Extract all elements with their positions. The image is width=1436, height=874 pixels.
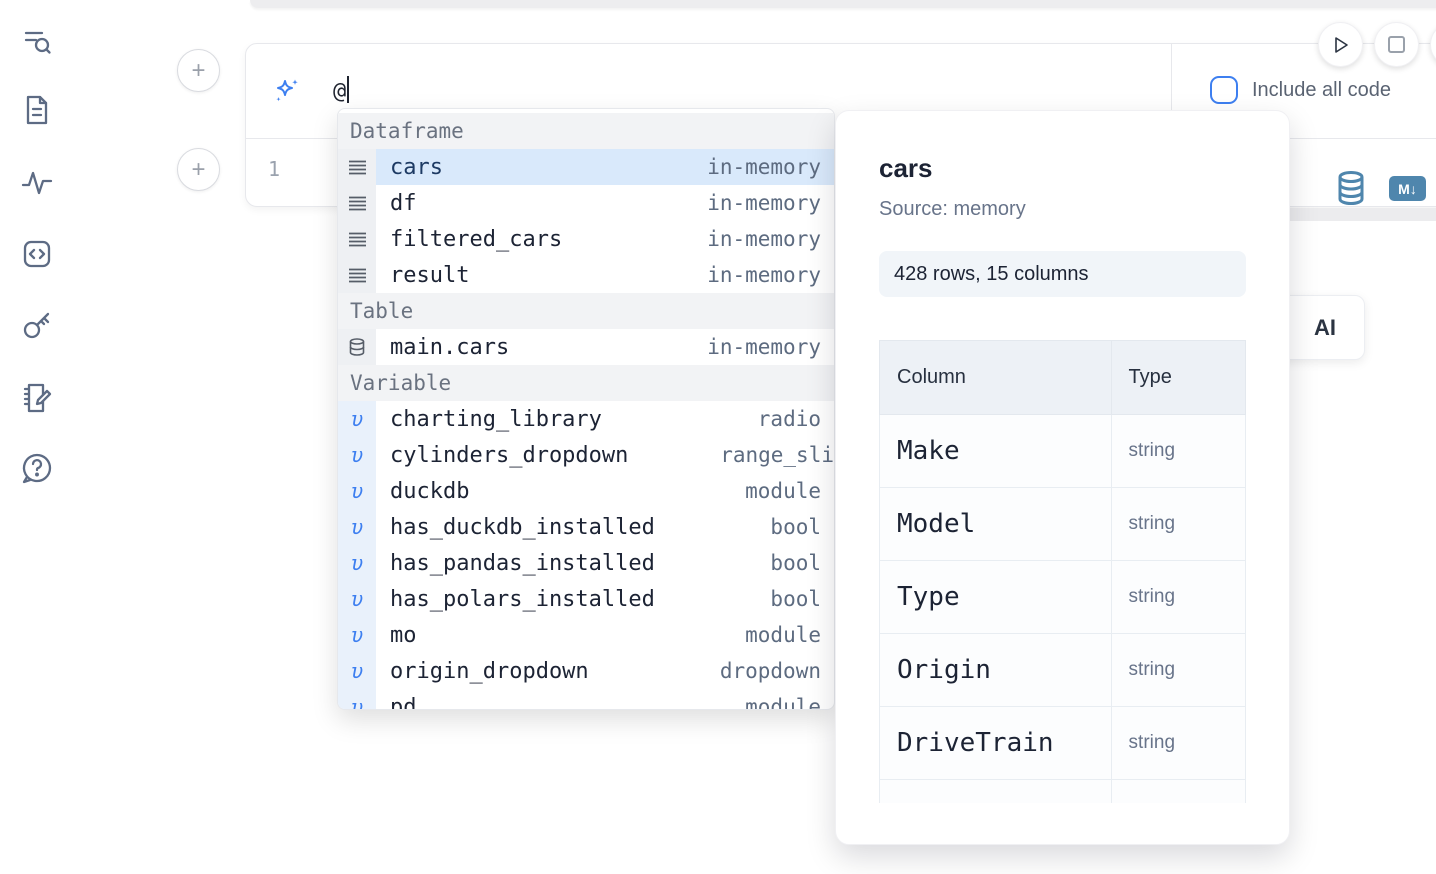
variable-icon: υ <box>338 581 376 617</box>
autocomplete-popup: Dataframe cars in-memory df in-memory fi… <box>337 108 835 710</box>
toc-search-icon[interactable] <box>18 22 56 60</box>
table-header-row: Column Type <box>879 340 1247 415</box>
previous-cell-edge <box>250 0 1436 8</box>
autocomplete-item-duckdb[interactable]: υ duckdb module <box>338 473 834 509</box>
key-icon[interactable] <box>18 306 56 344</box>
column-header: Column <box>879 340 1112 415</box>
table-row: Origin string <box>879 633 1247 707</box>
autocomplete-item-has-pandas-installed[interactable]: υ has_pandas_installed bool <box>338 545 834 581</box>
autocomplete-item-has-polars-installed[interactable]: υ has_polars_installed bool <box>338 581 834 617</box>
variable-icon: υ <box>338 401 376 437</box>
autocomplete-item-cylinders-dropdown[interactable]: υ cylinders_dropdown range_sli <box>338 437 834 473</box>
include-all-code-checkbox[interactable] <box>1210 76 1238 104</box>
section-header-table: Table <box>338 293 834 329</box>
preview-source: Source: memory <box>879 198 1026 220</box>
section-header-variable: Variable <box>338 365 834 401</box>
convert-to-sql-button[interactable] <box>1335 170 1367 211</box>
variable-icon: υ <box>338 689 376 709</box>
help-icon[interactable] <box>18 450 56 488</box>
autocomplete-item-cars[interactable]: cars in-memory <box>338 149 834 185</box>
autocomplete-item-pd[interactable]: υ pd module <box>338 689 834 709</box>
autocomplete-item-df[interactable]: df in-memory <box>338 185 834 221</box>
section-header-dataframe: Dataframe <box>338 113 834 149</box>
type-header: Type <box>1110 340 1247 415</box>
dataframe-icon <box>338 221 376 257</box>
dataframe-icon <box>338 257 376 293</box>
variable-icon: υ <box>338 473 376 509</box>
autocomplete-item-filtered-cars[interactable]: filtered_cars in-memory <box>338 221 834 257</box>
add-cell-button-bottom[interactable]: + <box>177 148 220 191</box>
code-snippets-icon[interactable] <box>18 235 56 273</box>
database-icon <box>338 329 376 365</box>
schema-table-container: Column Type Make string Model string Typ… <box>879 340 1248 803</box>
autocomplete-item-has-duckdb-installed[interactable]: υ has_duckdb_installed bool <box>338 509 834 545</box>
stop-icon <box>1388 36 1405 53</box>
dataframe-icon <box>338 185 376 221</box>
autocomplete-item-charting-library[interactable]: υ charting_library radio <box>338 401 834 437</box>
table-row <box>879 779 1247 803</box>
play-icon <box>1334 36 1348 53</box>
add-cell-button-top[interactable]: + <box>177 49 220 92</box>
dataframe-icon <box>338 149 376 185</box>
prompt-options: Include all code <box>1171 44 1436 138</box>
variable-icon: υ <box>338 653 376 689</box>
table-row: Type string <box>879 560 1247 634</box>
document-icon[interactable] <box>18 91 56 129</box>
variable-icon: υ <box>338 617 376 653</box>
activity-icon[interactable] <box>18 164 56 202</box>
shape-badge: 428 rows, 15 columns <box>879 251 1246 297</box>
text-caret <box>347 76 350 103</box>
sparkles-icon <box>272 77 302 112</box>
include-all-code-label: Include all code <box>1252 79 1391 101</box>
table-row: DriveTrain string <box>879 706 1247 780</box>
convert-to-markdown-button[interactable]: M↓ <box>1389 176 1426 201</box>
table-row: Make string <box>879 414 1247 488</box>
variable-icon: υ <box>338 509 376 545</box>
scratchpad-icon[interactable] <box>18 379 56 417</box>
stop-button[interactable] <box>1374 22 1419 67</box>
variable-icon: υ <box>338 437 376 473</box>
autocomplete-item-main-cars[interactable]: main.cars in-memory <box>338 329 834 365</box>
dataframe-preview-panel: cars Source: memory 428 rows, 15 columns… <box>835 110 1290 845</box>
ai-prompt-input[interactable]: @ <box>333 76 350 104</box>
autocomplete-item-mo[interactable]: υ mo module <box>338 617 834 653</box>
cell-output-edge <box>1280 208 1436 221</box>
run-cell-button[interactable] <box>1318 22 1363 67</box>
variable-icon: υ <box>338 545 376 581</box>
preview-title: cars <box>879 153 933 183</box>
schema-table: Column Type Make string Model string Typ… <box>879 340 1247 803</box>
autocomplete-item-result[interactable]: result in-memory <box>338 257 834 293</box>
table-row: Model string <box>879 487 1247 561</box>
autocomplete-item-origin-dropdown[interactable]: υ origin_dropdown dropdown <box>338 653 834 689</box>
line-number: 1 <box>268 157 281 181</box>
